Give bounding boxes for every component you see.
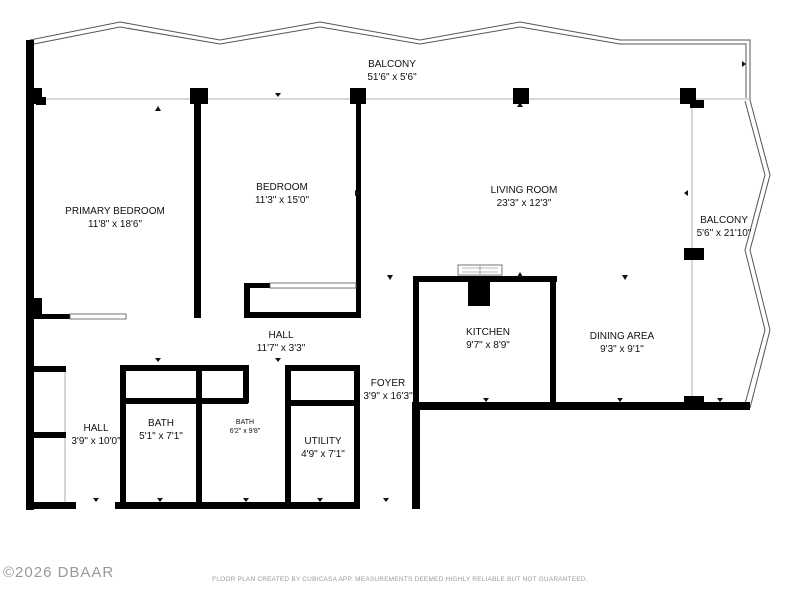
room-name: HALL <box>268 330 294 341</box>
room-dims: 9'3" x 9'1" <box>600 344 644 355</box>
room-dims: 5'1" x 7'1" <box>139 431 183 442</box>
room-name: LIVING ROOM <box>490 185 558 196</box>
room-name: DINING AREA <box>589 331 655 342</box>
label-hall-left: HALL 3'9" x 10'0" <box>66 422 126 448</box>
label-balcony-top: BALCONY 51'6" x 5'6" <box>340 58 444 84</box>
room-dims: 11'8" x 18'6" <box>87 219 143 230</box>
label-kitchen: KITCHEN 9'7" x 8'9" <box>446 326 530 352</box>
room-dims: 9'7" x 8'9" <box>466 340 510 351</box>
room-name: KITCHEN <box>466 327 510 338</box>
balcony-railing <box>29 21 771 409</box>
room-name: FOYER <box>370 378 406 389</box>
label-living-room: LIVING ROOM 23'3" x 12'3" <box>472 184 576 210</box>
walls <box>26 40 750 510</box>
room-dims: 11'7" x 3'3" <box>256 343 306 354</box>
label-bath-1: BATH 5'1" x 7'1" <box>130 417 192 443</box>
label-utility: UTILITY 4'9" x 7'1" <box>292 435 354 461</box>
room-dims: 5'6" x 21'10" <box>696 228 752 239</box>
label-hall-center: HALL 11'7" x 3'3" <box>236 329 326 355</box>
label-balcony-side: BALCONY 5'6" x 21'10" <box>680 214 768 240</box>
label-bath-2: BATH 6'2" x 9'8" <box>210 418 280 436</box>
room-name: PRIMARY BEDROOM <box>65 206 165 217</box>
watermark: ©2026 DBAAR <box>3 564 115 581</box>
room-name: UTILITY <box>304 436 342 447</box>
room-dims: 3'9" x 16'3" <box>363 391 413 402</box>
label-foyer: FOYER 3'9" x 16'3" <box>358 377 418 403</box>
room-name: BALCONY <box>368 59 416 70</box>
fireplace-hatch <box>462 265 498 275</box>
credit-line: FLOOR PLAN CREATED BY CUBICASA APP. MEAS… <box>212 576 588 583</box>
room-name: BATH <box>148 418 174 429</box>
room-dims: 6'2" x 9'8" <box>229 428 261 435</box>
label-bedroom: BEDROOM 11'3" x 15'0" <box>232 181 332 207</box>
room-dims: 4'9" x 7'1" <box>301 449 345 460</box>
label-primary-bedroom: PRIMARY BEDROOM 11'8" x 18'6" <box>60 205 170 231</box>
room-name: BEDROOM <box>256 182 308 193</box>
room-dims: 11'3" x 15'0" <box>254 195 310 206</box>
thin-lines <box>30 98 750 505</box>
room-dims: 23'3" x 12'3" <box>496 198 552 209</box>
room-dims: 3'9" x 10'0" <box>71 436 121 447</box>
label-dining-area: DINING AREA 9'3" x 9'1" <box>574 330 670 356</box>
tick-marks <box>93 61 746 502</box>
room-name: BATH <box>235 419 255 426</box>
room-name: HALL <box>83 423 109 434</box>
room-dims: 51'6" x 5'6" <box>367 72 417 83</box>
room-name: BALCONY <box>700 215 748 226</box>
door-openings <box>69 264 503 320</box>
